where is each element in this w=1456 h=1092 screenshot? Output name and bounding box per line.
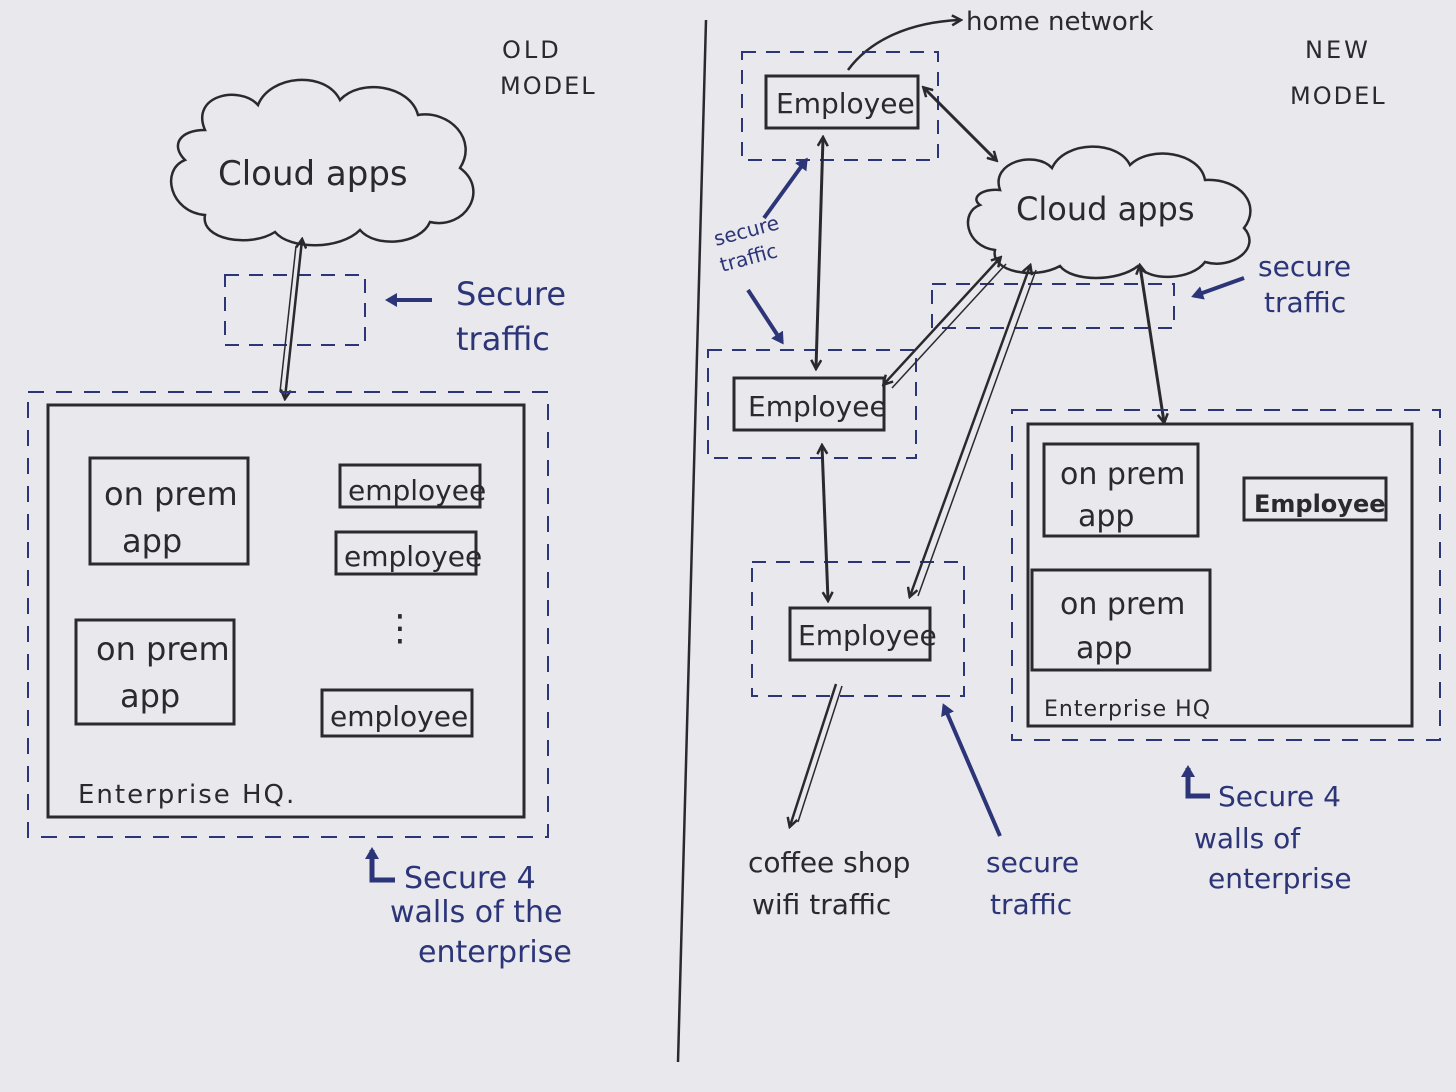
new-model-title: MODEL bbox=[1290, 82, 1387, 110]
new-enterprise-hq bbox=[1026, 422, 1414, 728]
link-emp2-emp3 bbox=[822, 446, 828, 600]
new-secure-left-arrow-down bbox=[746, 288, 784, 345]
old-employee-box: employee bbox=[338, 463, 486, 509]
svg-text:app: app bbox=[1078, 499, 1134, 534]
svg-text:Employee: Employee bbox=[776, 87, 915, 120]
home-network-label: home network bbox=[966, 7, 1154, 37]
new-walls-arrow bbox=[1181, 765, 1210, 799]
new-cloud-shape bbox=[966, 145, 1252, 280]
new-app-box: on prem app bbox=[1042, 442, 1200, 538]
new-enterprise-perimeter bbox=[1011, 409, 1441, 741]
link-cloud-hq bbox=[1140, 266, 1164, 422]
new-walls-label: Secure 4 bbox=[1218, 780, 1341, 813]
new-secure-bottom-label: secure bbox=[986, 846, 1079, 879]
new-secure-right-label: secure bbox=[1258, 250, 1351, 283]
new-secure-traffic-zone bbox=[931, 283, 1175, 329]
old-model-title: OLD bbox=[502, 36, 562, 64]
old-employee-box: employee bbox=[334, 530, 482, 576]
old-cloud-label: Cloud apps bbox=[218, 154, 408, 194]
svg-text:on prem: on prem bbox=[1060, 457, 1185, 492]
svg-text:Employee: Employee bbox=[748, 390, 887, 423]
svg-text:app: app bbox=[1076, 631, 1132, 666]
old-cloud-hq-link bbox=[285, 240, 302, 398]
coffee-shop-label: coffee shop bbox=[748, 846, 910, 879]
old-walls-label: walls of the bbox=[390, 895, 562, 930]
new-secure-left-arrow-up bbox=[762, 157, 808, 220]
old-walls-label: Secure 4 bbox=[404, 861, 536, 896]
old-secure-label: Secure bbox=[456, 275, 566, 313]
link-emp1-emp2 bbox=[816, 138, 823, 368]
old-cloud-hq-link-inner bbox=[279, 245, 297, 393]
old-app-box: on prem app bbox=[74, 618, 236, 726]
link-emp3-coffee bbox=[790, 683, 838, 826]
old-employee-ellipsis: ⋮ bbox=[382, 608, 418, 649]
new-employee-zone bbox=[751, 561, 965, 697]
new-app-box: on prem app bbox=[1030, 568, 1212, 672]
svg-text:employee: employee bbox=[348, 474, 486, 507]
new-secure-bottom-label: traffic bbox=[990, 888, 1072, 921]
old-walls-arrow bbox=[365, 847, 395, 883]
coffee-shop-label: wifi traffic bbox=[752, 888, 891, 921]
svg-text:app: app bbox=[120, 677, 180, 715]
old-app-box: on prem app bbox=[88, 456, 250, 566]
old-secure-traffic-zone bbox=[224, 274, 366, 346]
new-model: NEW MODEL home network Employee Employee… bbox=[707, 7, 1441, 921]
svg-text:on prem: on prem bbox=[104, 475, 238, 513]
old-enterprise-perimeter bbox=[27, 391, 549, 838]
svg-text:Employee: Employee bbox=[798, 619, 937, 652]
home-network-arrow bbox=[846, 20, 960, 71]
svg-text:Employee: Employee bbox=[1254, 490, 1386, 518]
old-model-title: MODEL bbox=[500, 72, 597, 100]
new-secure-bottom-arrow bbox=[941, 703, 1002, 837]
new-secure-right-arrow bbox=[1191, 276, 1245, 300]
new-employee-box: Employee bbox=[732, 376, 887, 432]
new-hq-label: Enterprise HQ bbox=[1044, 697, 1211, 722]
new-walls-label: walls of bbox=[1194, 822, 1301, 855]
old-employee-box: employee bbox=[320, 688, 474, 738]
svg-text:employee: employee bbox=[344, 540, 482, 573]
new-cloud-label: Cloud apps bbox=[1016, 190, 1194, 228]
old-secure-label: traffic bbox=[456, 320, 550, 358]
new-model-title: NEW bbox=[1305, 36, 1371, 64]
old-model: OLD MODEL Cloud apps Secure traffic on p… bbox=[27, 36, 597, 970]
link-emp3-cloud-inner bbox=[917, 269, 1037, 597]
link-emp3-coffee-inner bbox=[797, 685, 843, 823]
old-enterprise-hq bbox=[46, 403, 526, 819]
old-cloud-shape bbox=[169, 78, 475, 247]
new-secure-right-label: traffic bbox=[1264, 286, 1346, 319]
old-walls-label: enterprise bbox=[418, 935, 572, 970]
new-employee-box: Employee bbox=[764, 74, 920, 130]
svg-text:on prem: on prem bbox=[96, 630, 230, 668]
model-divider bbox=[676, 19, 708, 1063]
svg-text:on prem: on prem bbox=[1060, 587, 1185, 622]
new-walls-label: enterprise bbox=[1208, 862, 1352, 895]
link-emp1-cloud bbox=[924, 88, 996, 160]
new-employee-box: Employee bbox=[788, 606, 937, 662]
svg-text:app: app bbox=[122, 522, 182, 560]
link-emp3-cloud bbox=[910, 266, 1030, 596]
new-hq-employee-box: Employee bbox=[1242, 476, 1388, 522]
old-hq-label: Enterprise HQ. bbox=[78, 780, 296, 810]
svg-text:employee: employee bbox=[330, 700, 468, 733]
